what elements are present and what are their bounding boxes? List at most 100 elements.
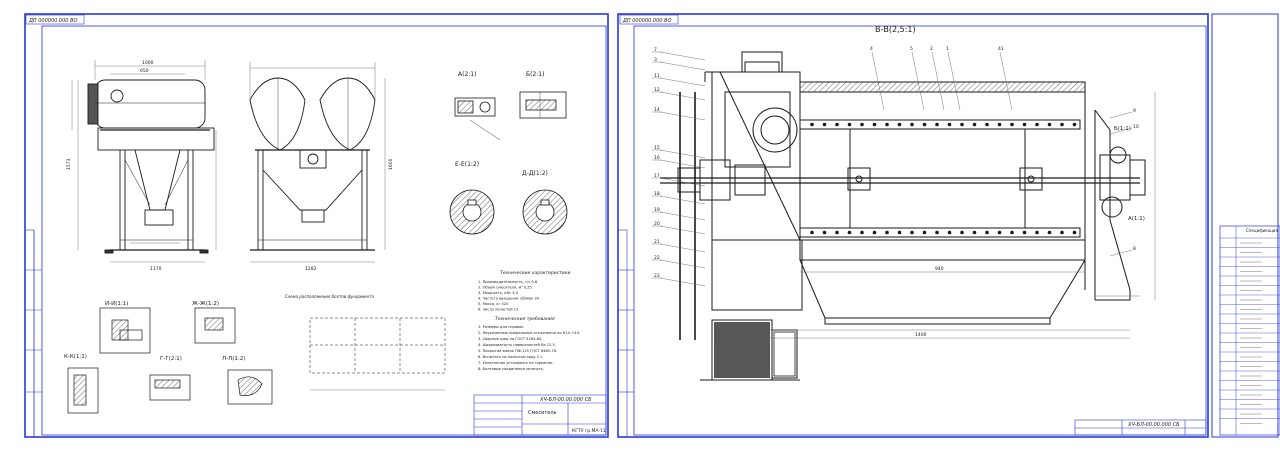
section-e-e: [449, 189, 495, 235]
tech-note-line: 5. Покрытие эмаль ПФ-115 ГОСТ 6465-76.: [478, 349, 557, 353]
tech-req-line: 1. Производительность, т/ч 0,6: [478, 280, 538, 284]
tech-notes-title: Технические требования: [495, 316, 555, 322]
part-number: 4: [870, 46, 873, 52]
leader-line: [659, 77, 706, 87]
tech-notes-list: 1. Размеры для справок.2. Неуказанные пр…: [478, 325, 580, 371]
part-number: 9: [1133, 108, 1136, 114]
detail-view-k: [67, 367, 99, 414]
bolt-bottom: [860, 230, 864, 235]
bolt-top: [1072, 122, 1077, 127]
part-number: 22: [654, 255, 660, 261]
spec-list: [1220, 237, 1280, 424]
leader-line: [659, 243, 706, 253]
leader-line: [659, 211, 706, 221]
dim-shaft: 940: [935, 266, 944, 272]
part-number-leaders-right: 9 10 8: [1109, 108, 1139, 257]
part-number: 1: [946, 46, 949, 52]
bolt-bottom: [1010, 230, 1014, 235]
part-number: 11: [654, 73, 660, 79]
part-number: 17: [654, 173, 660, 179]
label-view-k: К-К(1:1): [64, 354, 87, 360]
leader-line: [931, 51, 945, 111]
tech-req-list: 1. Производительность, т/ч 0,62. Объем с…: [478, 280, 540, 312]
leader-line: [1109, 111, 1133, 119]
bolt-bottom: [810, 230, 814, 235]
bolt-top: [897, 122, 902, 127]
part-number: 8: [1133, 246, 1136, 252]
part-number: 7: [654, 47, 657, 53]
tech-note-line: 6. Испытать на холостом ходу 2 ч.: [478, 355, 543, 359]
sheet-1-inner-frame: [41, 25, 607, 436]
bolt-bottom: [872, 230, 877, 235]
bolt-top: [997, 122, 1002, 127]
tech-req-line: 4. Частота вращения, об/мин 30: [478, 297, 540, 301]
bolt-row-top: [810, 122, 1077, 127]
dim-side-base: 1282: [305, 266, 317, 272]
dim-total: 1400: [915, 332, 927, 338]
part-number: 18: [654, 191, 660, 197]
bolt-bottom: [1022, 230, 1027, 235]
bolt-top: [960, 122, 964, 127]
bolt-top: [847, 122, 852, 127]
sheet-3: Спецификация: [1211, 13, 1280, 438]
bolt-top: [972, 122, 977, 127]
bolt-bottom: [972, 230, 977, 235]
bolt-bottom: [960, 230, 964, 235]
leader-line: [1109, 249, 1133, 257]
part-number: 23: [654, 273, 660, 279]
bolt-top: [935, 122, 939, 127]
label-view-zh: Ж-Ж(1:2): [192, 301, 219, 307]
side-view: [249, 77, 376, 251]
sheet-1-title-code: ХЧ-БЛ-00.00.000 СБ: [539, 397, 592, 403]
bolt-bottom: [822, 230, 827, 235]
sheet-1: ДП 000000.000 ВО: [24, 13, 609, 438]
tech-note-line: 3. Сварные швы по ГОСТ 5264-80.: [478, 337, 542, 341]
motor-shaft-end: [773, 331, 796, 377]
bolt-bottom: [1035, 230, 1039, 235]
leader-line: [911, 51, 925, 111]
leader-line: [659, 61, 706, 71]
bolt-top: [860, 122, 864, 127]
label-view-m: Л-Л(1:2): [222, 356, 245, 362]
bolt-top: [1022, 122, 1027, 127]
bolt-row-bottom: [810, 230, 1077, 235]
leader-line: [659, 195, 706, 205]
label-view-a: А(2:1): [458, 71, 476, 78]
tech-note-line: 8. Болтовые соединения затянуть.: [478, 367, 544, 371]
motor-body: [714, 322, 770, 378]
bolt-top: [1010, 122, 1014, 127]
leader-line: [659, 159, 706, 169]
sheet-1-title-org: КГТУ гр.МА-11: [572, 428, 606, 434]
detail-view-b: [519, 91, 567, 119]
sheet-1-corner-stamp: ДП 000000.000 ВО: [28, 18, 77, 24]
bolt-top: [885, 122, 889, 127]
dim-side-height: 1600: [388, 158, 394, 170]
bolt-top: [872, 122, 877, 127]
side-view-dims: [249, 62, 386, 263]
leader-line: [659, 259, 706, 269]
bolt-bottom: [885, 230, 889, 235]
bolt-top: [1047, 122, 1052, 127]
dim-overall-width: 1000: [142, 60, 154, 66]
tech-note-line: 4. Шероховатость поверхностей Ra 12,5.: [478, 343, 556, 347]
sheet-1-title-block: [473, 394, 607, 436]
leader-line: [659, 149, 706, 159]
leader-line: [659, 51, 706, 61]
bolt-top: [822, 122, 827, 127]
bolt-bottom: [1072, 230, 1077, 235]
part-number: 15: [654, 145, 660, 151]
view-right-label-2: А(1:1): [1128, 216, 1145, 222]
detail-view-a: [454, 97, 501, 141]
sheet-1-corner-stamp-box: [25, 14, 85, 25]
bolt-top: [922, 122, 927, 127]
bolt-top: [985, 122, 989, 127]
part-number: 41: [998, 46, 1004, 52]
leader-line: [659, 225, 706, 235]
part-number: 10: [1133, 124, 1139, 130]
view-right-label: Б(1:1): [1114, 126, 1131, 132]
bolt-bottom: [1060, 230, 1064, 235]
bolt-top: [1035, 122, 1039, 127]
label-view-g: Д-Д(1:2): [522, 170, 548, 177]
